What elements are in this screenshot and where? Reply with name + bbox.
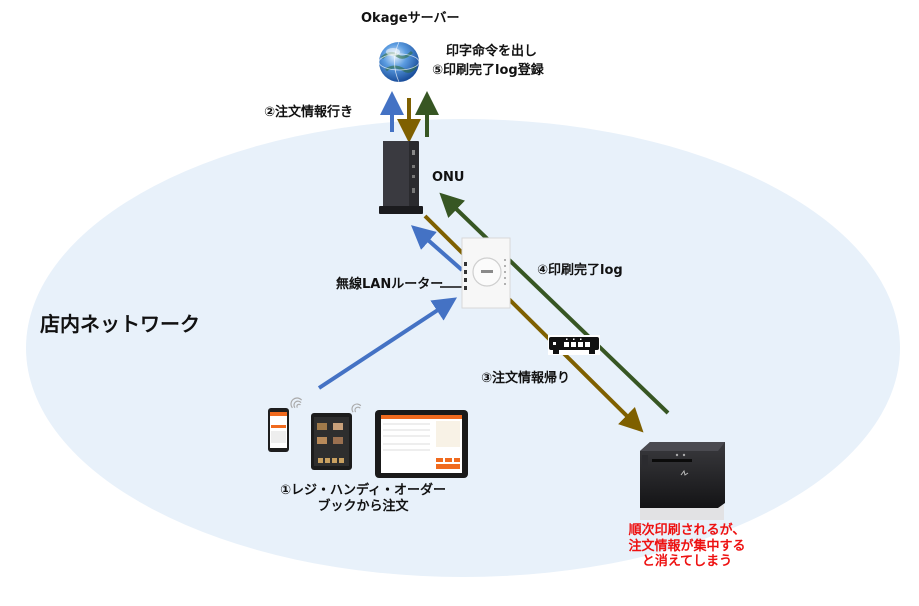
flow-arrow-order-return-to-printer	[423, 214, 644, 433]
printer-warning-line1: 順次印刷されるが、	[628, 523, 746, 538]
smartphone-icon	[268, 408, 289, 452]
wireless-router-icon	[461, 237, 511, 309]
terminals-label-line2: ブックから注文	[317, 498, 409, 514]
wifi-signal-icon	[351, 403, 362, 413]
printer-warning-line3: と消えてしまう	[641, 554, 733, 570]
network-switch-icon	[548, 335, 600, 355]
wifi-signal-icon	[290, 397, 303, 409]
flow-arrow-print-complete-to-onu	[439, 192, 670, 415]
server-label: Okageサーバー	[361, 11, 460, 26]
receipt-printer-icon	[640, 442, 725, 520]
globe-icon	[378, 41, 420, 83]
flow-arrow-terminals-to-router	[317, 297, 458, 390]
server-note-line1: 印字命令を出し	[446, 44, 538, 59]
store-network-label: 店内ネットワーク	[40, 312, 200, 336]
terminals-label: ①レジ・ハンディ・オーダー ブックから注文	[262, 483, 464, 514]
onu-label: ONU	[432, 170, 465, 185]
flow-arrow-router-to-onu	[410, 225, 464, 272]
terminals-label-line1: ①レジ・ハンディ・オーダー	[279, 483, 447, 498]
flow-label-print-complete: ④印刷完了log	[537, 263, 623, 278]
printer-warning-line2: 注文情報が集中する	[628, 538, 746, 554]
onu-device-icon	[379, 141, 423, 214]
router-label: 無線LANルーター	[336, 277, 444, 292]
flow-label-order-outbound: ②注文情報行き	[264, 105, 354, 120]
flow-label-order-return: ③注文情報帰り	[481, 371, 571, 386]
order-tablet-icon	[311, 413, 352, 470]
printer-warning: 順次印刷されるが、 注文情報が集中する と消えてしまう	[612, 523, 762, 570]
server-note-line2: ⑤印刷完了log登録	[432, 63, 544, 78]
pos-tablet-icon	[375, 410, 468, 478]
